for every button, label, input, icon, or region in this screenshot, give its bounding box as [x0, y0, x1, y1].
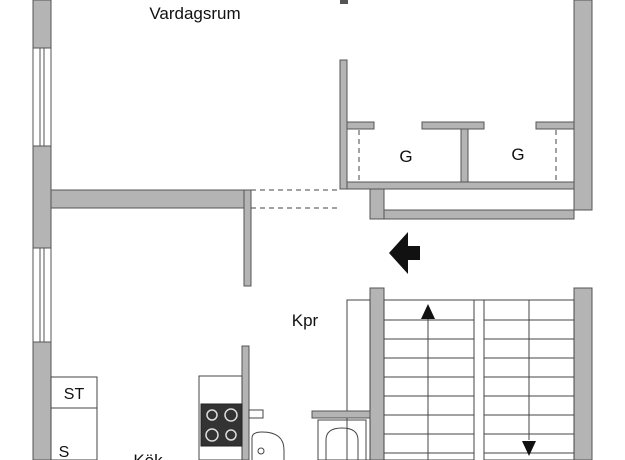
exterior-wall-left-bottom	[32, 341, 52, 460]
wall-stub-kitchen	[243, 189, 252, 287]
closet-shelf-mid	[421, 121, 485, 130]
hall-wardrobe	[346, 299, 371, 460]
small-shelf	[248, 409, 264, 419]
cabinet-s	[50, 407, 98, 460]
wall-closets-bottom	[339, 181, 575, 190]
exterior-wall-left-mid	[32, 145, 52, 249]
wall-stair-top-left	[369, 188, 385, 220]
wall-living-kitchen	[50, 189, 252, 209]
staircase	[383, 299, 575, 460]
walls	[32, 0, 593, 460]
wall-stub-lower	[241, 345, 250, 460]
bathroom-wall	[311, 410, 371, 419]
window-living-room	[32, 47, 52, 147]
bathtub-icon	[317, 419, 367, 460]
closet-divider	[460, 128, 469, 183]
closets	[346, 121, 575, 183]
sink-icon	[251, 431, 285, 460]
entrance-arrow-icon	[389, 232, 420, 274]
exterior-wall-left-top	[32, 0, 52, 49]
arrow-down-icon	[522, 441, 536, 456]
closet-shelf-right	[535, 121, 575, 130]
exterior-wall-right-top	[573, 0, 593, 211]
window-kitchen	[32, 247, 52, 343]
stair-steps	[384, 319, 574, 454]
arrow-up-icon	[421, 304, 435, 319]
label-hall: Kpr	[292, 311, 319, 330]
label-cabinet-s: S	[59, 444, 70, 460]
closet-shelf-left	[346, 121, 375, 130]
exterior-wall-right-bottom	[573, 287, 593, 460]
windows	[32, 47, 52, 343]
label-cabinet-st: ST	[64, 386, 85, 403]
label-closet-left: G	[399, 147, 412, 166]
stove-icon	[200, 403, 243, 447]
door-mark-top	[340, 0, 348, 4]
wall-stair-left	[369, 287, 385, 460]
label-living-room: Vardagsrum	[149, 4, 240, 23]
wall-closets-left	[339, 59, 348, 190]
label-kitchen: Kök	[133, 451, 163, 460]
label-closet-right: G	[511, 145, 524, 164]
wall-stair-top	[383, 209, 575, 220]
